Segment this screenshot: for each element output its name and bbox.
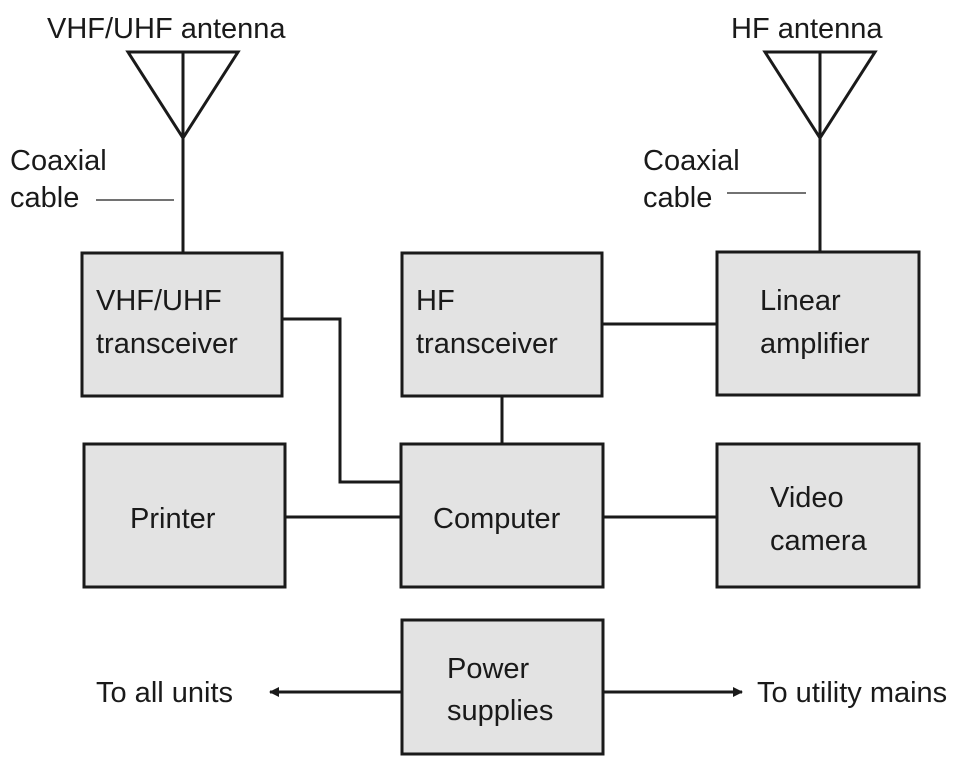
linear-amplifier-box: Linear amplifier [715,250,921,397]
vhf-uhf-transceiver-label-line1: VHF/UHF [96,285,222,317]
hf-antenna-icon [762,50,878,141]
vhf-uhf-transceiver-label-line2: transceiver [96,328,238,360]
hf-transceiver-label-line1: HF [416,285,455,317]
printer-label: Printer [130,503,216,535]
linear-amplifier-label-line1: Linear [760,285,841,317]
video-camera-label-line2: camera [770,525,868,557]
right-coaxial-label-line2: cable [643,182,712,214]
computer-box: Computer [399,442,605,589]
linear-amplifier-label-line2: amplifier [760,328,870,360]
power-supplies-box: Power supplies [400,618,605,756]
video-camera-label-line1: Video [770,482,844,514]
right-coaxial-label-line1: Coaxial [643,145,740,177]
computer-label: Computer [433,503,561,535]
left-coaxial-label-line2: cable [10,182,79,214]
hf-antenna-label: HF antenna [731,13,883,45]
to-utility-mains-label: To utility mains [757,677,947,709]
video-camera-box: Video camera [715,442,921,589]
hf-transceiver-box: HF transceiver [400,251,604,398]
printer-box: Printer [82,442,287,589]
vhf-uhf-antenna-icon [125,50,241,141]
vhf-uhf-to-computer-wire [282,317,401,484]
hf-transceiver-label-line2: transceiver [416,328,558,360]
power-supplies-label-line2: supplies [447,695,553,727]
vhf-uhf-antenna-label: VHF/UHF antenna [47,13,286,45]
vhf-uhf-transceiver-box: VHF/UHF transceiver [80,251,284,398]
power-supplies-label-line1: Power [447,653,530,685]
left-coaxial-label-line1: Coaxial [10,145,107,177]
to-all-units-label: To all units [96,677,233,709]
